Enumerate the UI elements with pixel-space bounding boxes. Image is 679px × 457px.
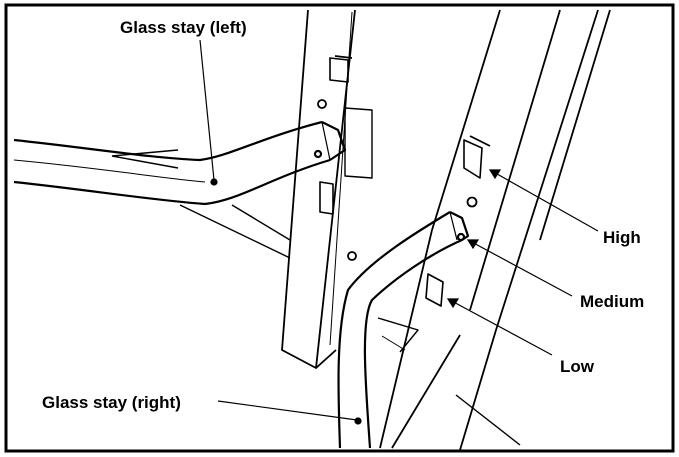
- label-glass-stay-right: Glass stay (right): [42, 393, 181, 412]
- label-glass-stay-left: Glass stay (left): [120, 18, 247, 37]
- left-post: [281, 9, 373, 369]
- leader-glass-stay-right: [217, 400, 358, 421]
- leader-medium: [467, 239, 573, 297]
- leaders: [199, 39, 599, 425]
- medium-slot-pin: [456, 232, 466, 242]
- leader-high: [489, 169, 599, 232]
- label-medium: Medium: [580, 292, 644, 311]
- leader-glass-stay-left: [199, 39, 215, 181]
- glass-stay-right-shape: [337, 211, 470, 449]
- leader-low: [447, 298, 553, 356]
- background-support: [111, 149, 291, 259]
- label-low: Low: [560, 357, 595, 376]
- pointer-dot-right: [354, 417, 362, 425]
- label-high: High: [603, 228, 641, 247]
- glass-stay-left-shape: [13, 120, 347, 206]
- pointer-dot-left: [210, 178, 218, 186]
- right-post: [379, 9, 611, 451]
